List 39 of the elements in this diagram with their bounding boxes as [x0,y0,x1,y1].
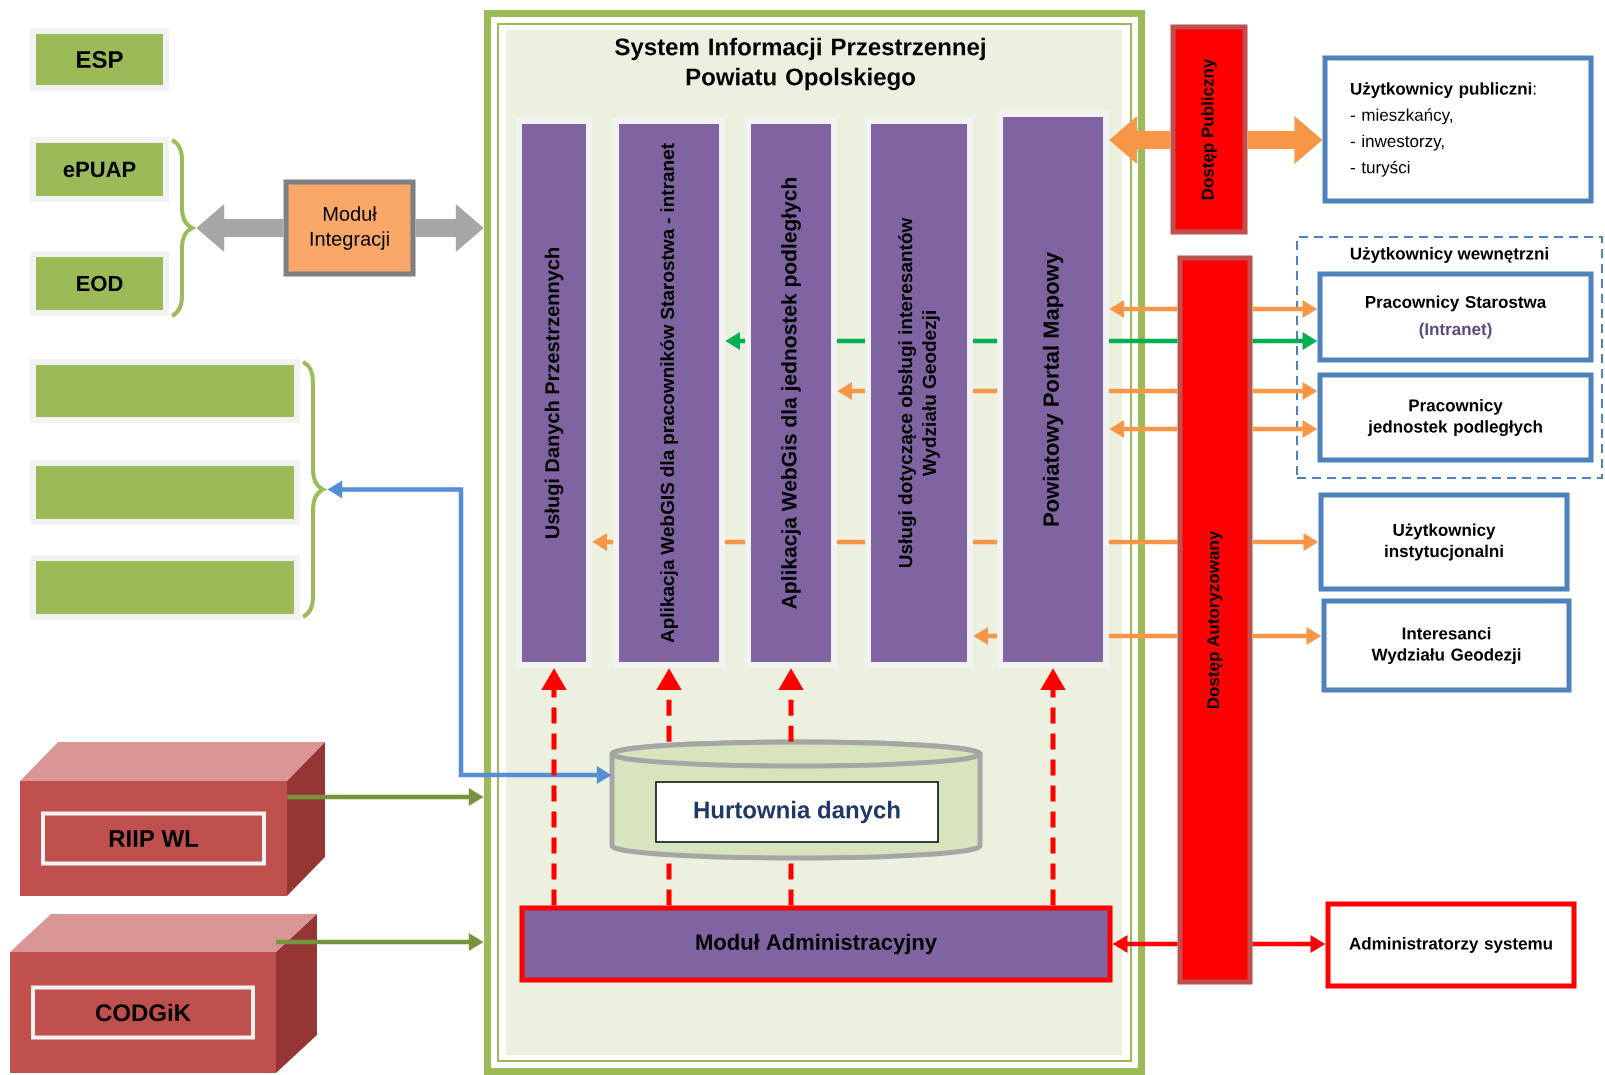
system-box: ESP [30,28,169,91]
curly-brace [301,360,325,619]
system-box [30,555,300,620]
connector-line [1109,338,1178,344]
access-bar: Dostęp Publiczny [1170,24,1248,235]
connector-line [1109,633,1178,639]
service-column: Aplikacja WebGIS dla pracowników Starostwa - intranet [613,118,725,668]
service-column: Aplikacja WebGis dla jednostek podległych [745,118,837,668]
service-column: Usługi Danych Przestrzennych [516,118,592,668]
connector-line [973,539,997,545]
cuboid-drawing: CODGiK [10,914,317,1073]
curly-brace [170,138,194,318]
dashed-line [788,860,794,906]
access-bar: Dostęp Autoryzowany [1177,255,1253,985]
connector-line [1109,539,1178,545]
connector-line [973,338,997,344]
admin-box: Administratorzy systemu [1325,901,1577,989]
connector-line [973,388,997,394]
user-group-box: Pracownicy jednostek podległych [1317,372,1594,463]
dashed-line [666,860,672,906]
system-box [30,359,300,423]
system-box: EOD [30,251,169,316]
system-box [30,460,300,525]
user-group-box: Użytkownicy publiczni: - mieszkańcy, - inwestorzy, - turyści [1322,55,1594,204]
label-box: Hurtownia danych [655,781,939,843]
module-box: Moduł Integracji [283,179,416,277]
service-column: Usługi dotyczące obsługi interesantów Wydziału Geodezji [865,118,973,668]
connector-line [725,539,745,545]
user-group-box: Pracownicy Starostwa (Intranet) [1317,271,1594,363]
connector-line [837,539,865,545]
service-column: Powiatowy Portal Mapowy [997,111,1109,668]
admin-module-bar: Moduł Administracyjny [519,905,1113,983]
connector-line [1109,388,1178,394]
system-box: ePUAP [30,137,169,202]
frame-heading: System Informacji Przestrzennej Powiatu Opolskiego [615,37,985,91]
cuboid-drawing: RIIP WL [20,742,325,896]
user-group-box: Użytkownicy instytucjonalni [1318,492,1570,592]
user-group-box: Interesanci Wydziału Geodezji [1321,598,1572,693]
connector-line [837,338,865,344]
